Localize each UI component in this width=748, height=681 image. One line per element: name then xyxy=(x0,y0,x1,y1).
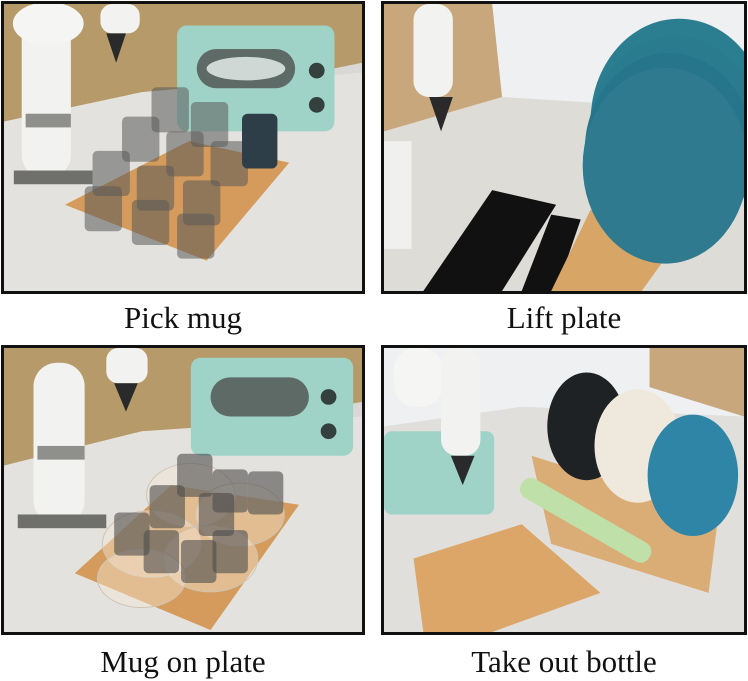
mug-grid xyxy=(84,87,248,259)
take-out-bottle-photo xyxy=(384,348,744,632)
plate-stack xyxy=(582,18,744,264)
panel-lift-plate xyxy=(381,1,747,294)
mug-on-plate-photo xyxy=(4,348,362,632)
panel-take-out-bottle xyxy=(381,345,747,635)
caption-mug-on-plate: Mug on plate xyxy=(100,644,266,679)
lift-plate-photo xyxy=(384,4,744,291)
caption-lift-plate: Lift plate xyxy=(506,300,622,335)
bottle xyxy=(519,477,652,563)
panel-pick-mug xyxy=(1,1,365,294)
toaster-oven xyxy=(190,357,354,456)
panel-mug-on-plate xyxy=(1,345,365,635)
caption-take-out-bottle: Take out bottle xyxy=(471,644,657,679)
robot-arm xyxy=(393,348,481,486)
robot-arm xyxy=(12,4,140,185)
pick-mug-photo xyxy=(4,4,362,291)
plates xyxy=(547,372,739,537)
robot-arm xyxy=(17,348,148,529)
caption-pick-mug: Pick mug xyxy=(124,300,242,335)
robot-arm xyxy=(384,4,453,249)
cutting-board xyxy=(413,524,601,632)
mug-ghosts xyxy=(114,453,284,584)
